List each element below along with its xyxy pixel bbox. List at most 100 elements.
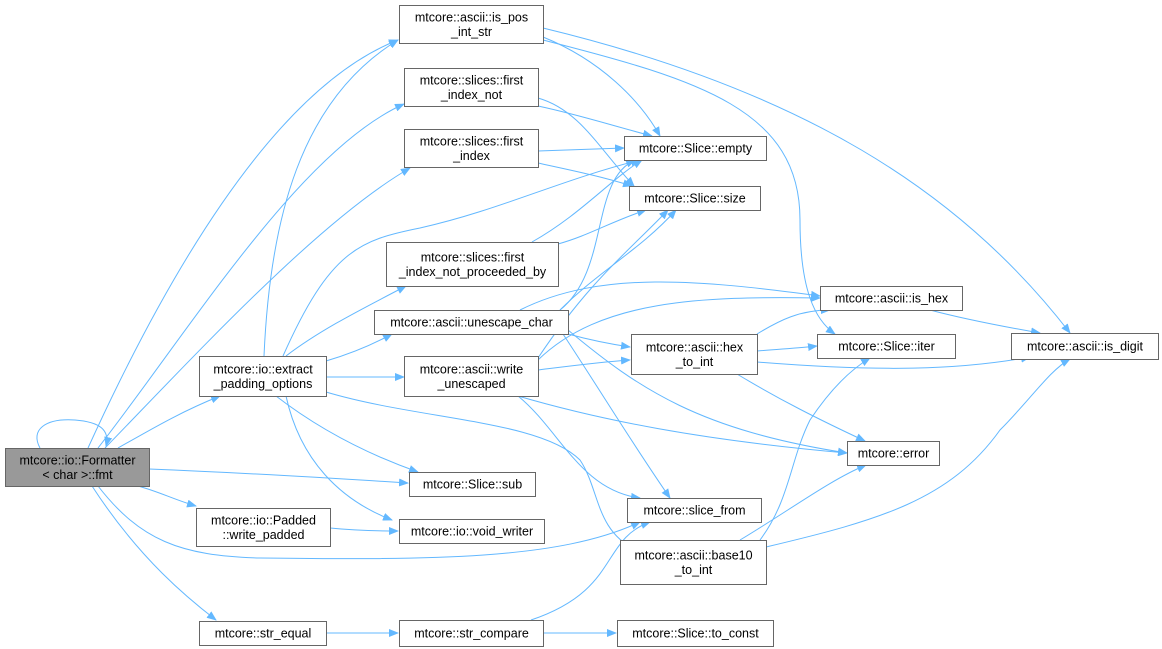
edge-extract-padding-options-to-slice-sub <box>275 395 419 473</box>
node-label-line: mtcore::str_compare <box>414 627 529 641</box>
node-label-line: mtcore::ascii::base10 <box>634 548 752 562</box>
edge-hex-to-int-to-is-digit <box>756 354 1031 369</box>
node-label-line: mtcore::slice_from <box>643 504 745 518</box>
edge-unescape-char-to-hex-to-int <box>567 333 631 350</box>
node-box <box>199 356 327 397</box>
edge-unescape-char-to-slice-empty <box>559 159 636 311</box>
node-label-line: mtcore::ascii::is_digit <box>1027 340 1144 354</box>
edge-write-unescaped-to-slice-from <box>517 395 641 501</box>
node-box <box>404 356 539 397</box>
node-box <box>820 286 963 311</box>
node-box <box>5 448 150 487</box>
node-label-line: mtcore::Slice::size <box>644 192 745 206</box>
node-box <box>399 5 544 44</box>
node-box <box>624 136 767 161</box>
node-is-pos-int-str[interactable]: mtcore::ascii::is_pos_int_str <box>399 5 544 44</box>
node-first-index-not-proceeded-by[interactable]: mtcore::slices::first_index_not_proceede… <box>386 242 559 287</box>
node-box <box>629 186 761 211</box>
node-box <box>409 472 536 497</box>
edge-first-index-not-proceeded-by-to-slice-size <box>557 209 647 245</box>
edge-first-index-not-proceeded-by-to-slice-empty <box>531 159 643 243</box>
node-slice-from[interactable]: mtcore::slice_from <box>627 498 762 523</box>
edge-extract-padding-options-to-is-pos-int-str <box>263 39 399 357</box>
edge-extract-padding-options-to-unescape-char <box>325 333 393 362</box>
edge-write-unescaped-to-is-hex <box>537 293 821 361</box>
node-box <box>627 498 762 523</box>
node-hex-to-int[interactable]: mtcore::ascii::hex_to_int <box>631 334 758 375</box>
node-label-line: mtcore::error <box>858 447 930 461</box>
edge-fmt-to-slice-from <box>97 485 641 560</box>
edge-layer <box>36 27 1071 637</box>
edge-first-index-to-slice-size <box>537 162 633 188</box>
edge-fmt-to-first-index-not <box>97 103 405 449</box>
edge-write-padded-to-void-writer <box>329 526 399 535</box>
node-unescape-char[interactable]: mtcore::ascii::unescape_char <box>374 310 569 335</box>
node-label-line: < char >::fmt <box>42 468 113 482</box>
node-write-unescaped[interactable]: mtcore::ascii::write_unescaped <box>404 356 539 397</box>
node-box <box>1011 333 1159 360</box>
node-is-hex[interactable]: mtcore::ascii::is_hex <box>820 286 963 311</box>
node-box <box>620 540 767 585</box>
node-label-line: mtcore::ascii::unescape_char <box>390 316 553 330</box>
edge-unescape-char-to-slice-from <box>562 333 671 499</box>
edge-str-compare-to-slice-from <box>530 521 651 621</box>
node-label-line: mtcore::slices::first <box>421 250 525 264</box>
edge-hex-to-int-to-error <box>736 373 866 442</box>
edge-base10-to-int-to-error <box>739 464 867 541</box>
node-box <box>404 129 539 168</box>
edge-unescape-char-to-slice-size <box>559 209 677 311</box>
node-box <box>817 334 956 359</box>
node-str-compare[interactable]: mtcore::str_compare <box>399 620 544 647</box>
node-error[interactable]: mtcore::error <box>847 441 940 466</box>
node-label-line: mtcore::Slice::empty <box>639 142 753 156</box>
node-fmt[interactable]: mtcore::io::Formatter< char >::fmt <box>5 448 150 487</box>
edge-fmt-to-extract-padding-options <box>117 395 221 449</box>
edge-write-unescaped-to-hex-to-int <box>537 356 631 371</box>
node-label-line: mtcore::ascii::is_pos <box>415 10 528 24</box>
edge-is-pos-int-str-to-slice-iter <box>542 39 836 335</box>
edge-first-index-not-to-slice-empty <box>537 105 653 138</box>
node-label-line: _index <box>452 149 491 163</box>
node-box <box>617 620 774 647</box>
node-label-line: mtcore::str_equal <box>215 627 312 641</box>
edge-write-unescaped-to-error <box>517 395 848 457</box>
edge-base10-to-int-to-slice-iter <box>759 357 871 541</box>
edge-base10-to-int-to-is-digit <box>765 358 1071 548</box>
edge-fmt-to-is-pos-int-str <box>87 39 399 449</box>
node-label-line: mtcore::Slice::iter <box>838 340 935 354</box>
edge-hex-to-int-to-slice-iter <box>756 343 818 352</box>
node-is-digit[interactable]: mtcore::ascii::is_digit <box>1011 333 1159 360</box>
node-label-line: mtcore::slices::first <box>420 134 524 148</box>
edge-fmt-to-write-padded <box>137 485 197 508</box>
node-slice-to-const[interactable]: mtcore::Slice::to_const <box>617 620 774 647</box>
node-write-padded[interactable]: mtcore::io::Padded::write_padded <box>196 508 331 547</box>
edge-extract-padding-options-to-first-index-not-proceeded-by <box>285 285 407 357</box>
node-label-line: _to_int <box>675 355 714 369</box>
node-slice-sub[interactable]: mtcore::Slice::sub <box>409 472 536 497</box>
node-base10-to-int[interactable]: mtcore::ascii::base10_to_int <box>620 540 767 585</box>
node-label-line: mtcore::slices::first <box>420 73 524 87</box>
node-box <box>199 621 327 646</box>
node-box <box>399 519 545 544</box>
node-layer: mtcore::io::Formatter< char >::fmtmtcore… <box>5 5 1159 647</box>
node-label-line: mtcore::io::extract <box>213 362 313 376</box>
node-void-writer[interactable]: mtcore::io::void_writer <box>399 519 545 544</box>
node-extract-padding-options[interactable]: mtcore::io::extract_padding_options <box>199 356 327 397</box>
node-label-line: _int_str <box>450 25 492 39</box>
node-first-index-not[interactable]: mtcore::slices::first_index_not <box>404 68 539 107</box>
node-label-line: mtcore::io::Formatter <box>20 453 136 467</box>
edge-fmt-to-slice-sub <box>148 468 409 487</box>
node-str-equal[interactable]: mtcore::str_equal <box>199 621 327 646</box>
edge-is-pos-int-str-to-slice-empty <box>542 36 661 137</box>
node-label-line: mtcore::ascii::hex <box>646 340 744 354</box>
node-slice-iter[interactable]: mtcore::Slice::iter <box>817 334 956 359</box>
edge-hex-to-int-to-is-hex <box>756 306 831 335</box>
node-first-index[interactable]: mtcore::slices::first_index <box>404 129 539 168</box>
node-slice-empty[interactable]: mtcore::Slice::empty <box>624 136 767 161</box>
node-slice-size[interactable]: mtcore::Slice::size <box>629 186 761 211</box>
node-box <box>404 68 539 107</box>
node-label-line: mtcore::Slice::to_const <box>632 627 759 641</box>
node-box <box>399 620 544 647</box>
edge-extract-padding-options-to-slice-empty <box>282 158 641 357</box>
